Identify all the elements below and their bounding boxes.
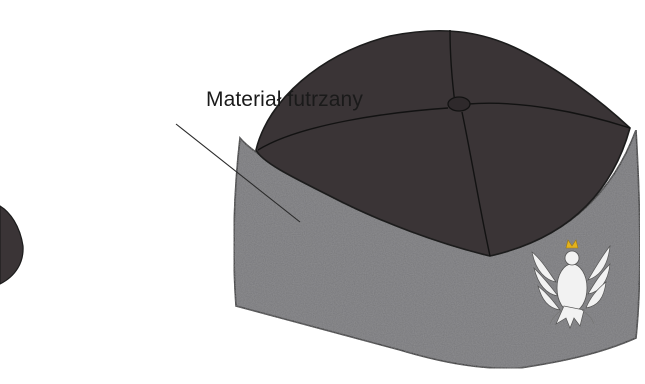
crown-button: [448, 97, 470, 111]
adjacent-hat-fragment: [0, 206, 23, 284]
fur-material-label: Materiał futrzany: [206, 88, 363, 112]
